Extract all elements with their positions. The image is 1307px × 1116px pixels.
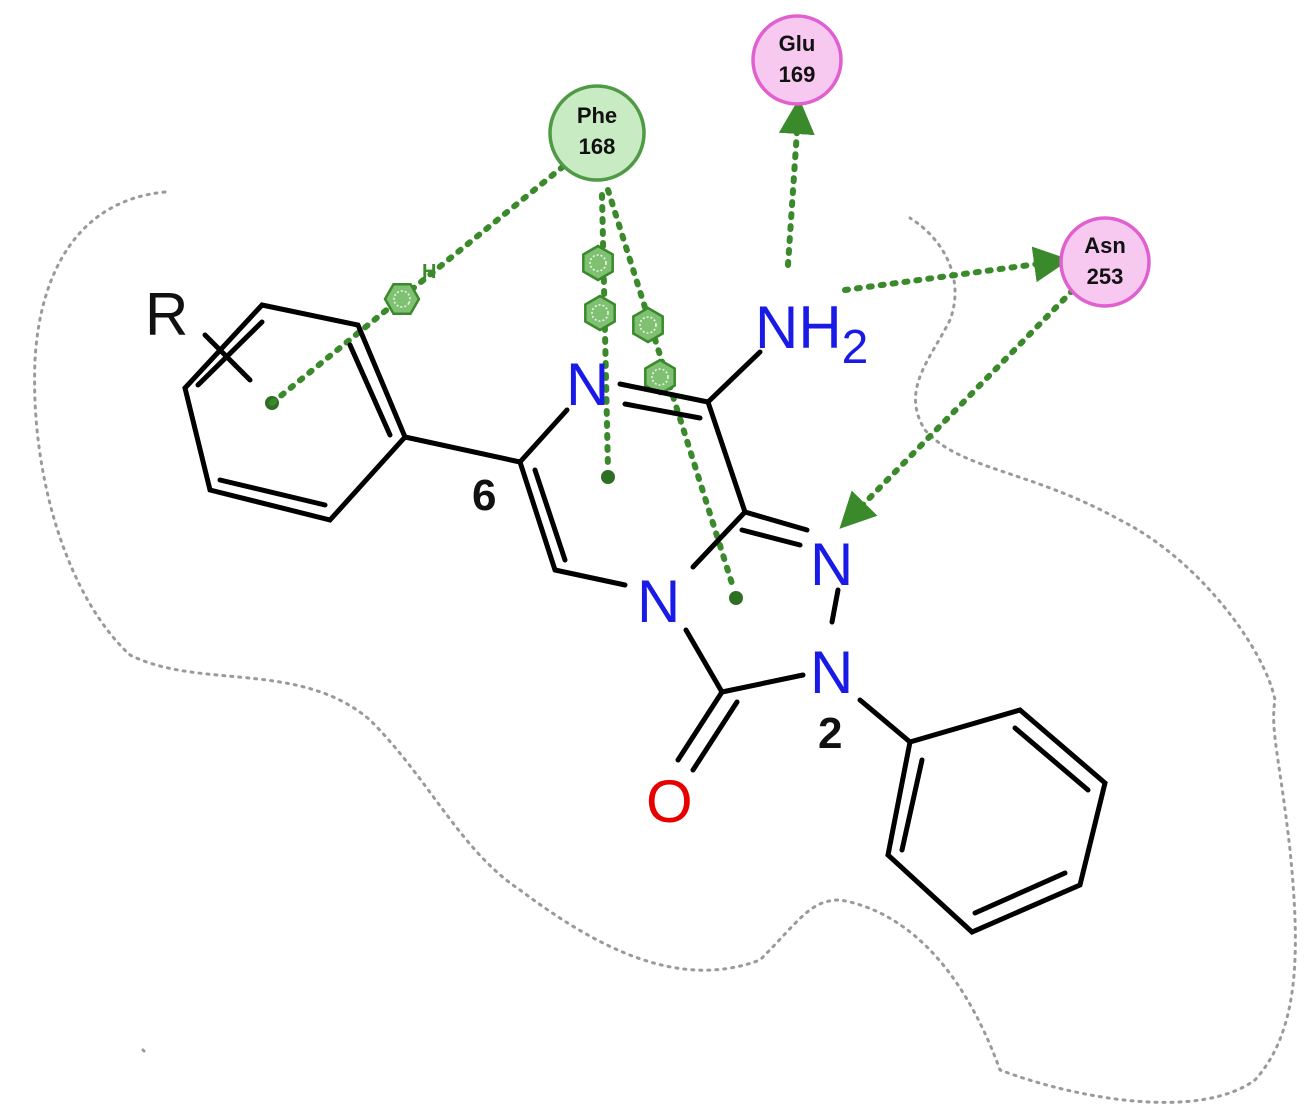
residue-name: Phe bbox=[577, 103, 617, 128]
nitrogen-label-bridge: N bbox=[637, 568, 680, 635]
residue-asn-253: Asn 253 bbox=[1059, 216, 1151, 308]
pi-stacking-ring-icon bbox=[632, 306, 664, 344]
hbond-asn-line bbox=[842, 246, 1070, 293]
hbond-glu-line bbox=[778, 98, 815, 268]
hbond-asn-n1-line bbox=[839, 287, 1076, 529]
pi-stacking-ring-icon bbox=[582, 244, 614, 282]
residue-number: 169 bbox=[779, 62, 816, 87]
pocket-outline-left bbox=[33, 190, 1297, 1104]
pi-stacking-ring-icon bbox=[584, 294, 616, 332]
pi-pi-interaction-line bbox=[599, 192, 611, 473]
oxygen-label: O bbox=[646, 768, 693, 835]
right-phenyl-ring bbox=[857, 697, 1108, 935]
nitrogen-label-top: N bbox=[566, 351, 609, 418]
residue-number: 168 bbox=[579, 134, 616, 159]
centroid-dot-icon bbox=[601, 470, 615, 484]
position-6-label: 6 bbox=[472, 471, 496, 520]
triazolone-ring bbox=[675, 509, 841, 773]
pocket-dot bbox=[141, 1048, 146, 1053]
r-group-label: R bbox=[145, 281, 188, 348]
pyrimidine-ring bbox=[402, 349, 763, 588]
nitrogen-label-n2: N bbox=[810, 639, 853, 706]
residue-glu-169: Glu 169 bbox=[751, 14, 843, 106]
pi-pi-interaction-line bbox=[605, 187, 737, 593]
nitrogen-label-n1: N bbox=[810, 531, 853, 598]
residue-name: Asn bbox=[1084, 233, 1126, 258]
pi-stacking-ring-icon bbox=[379, 275, 425, 323]
centroid-dot-icon bbox=[729, 591, 743, 605]
residue-phe-168: Phe 168 bbox=[548, 84, 646, 182]
pi-h-interaction-line bbox=[269, 162, 568, 406]
position-2-label: 2 bbox=[818, 709, 842, 758]
hydrogen-label: H bbox=[422, 261, 436, 283]
left-phenyl-ring bbox=[182, 302, 408, 523]
residue-number: 253 bbox=[1087, 264, 1124, 289]
residue-name: Glu bbox=[779, 31, 816, 56]
amino-group-label: NH2 bbox=[755, 294, 868, 374]
